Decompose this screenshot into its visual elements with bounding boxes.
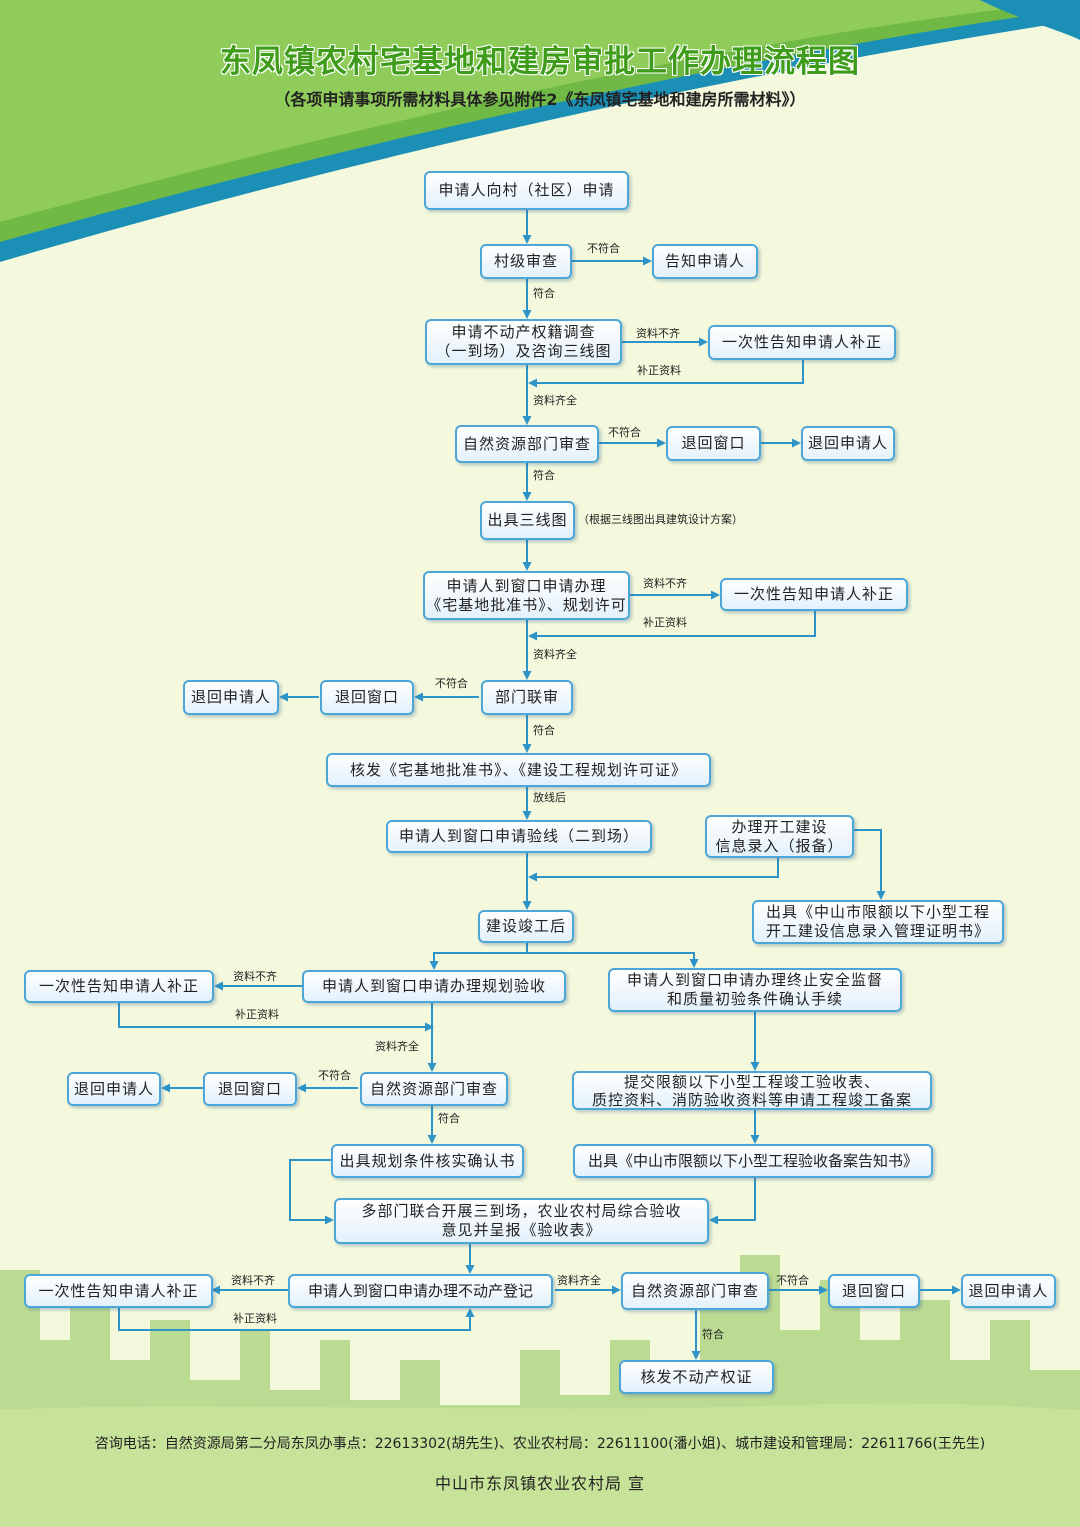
page-subtitle: （各项申请事项所需材料具体参见附件2《东凤镇宅基地和建房所需材料》） <box>274 90 806 109</box>
edge-label-complete-2: 资料齐全 <box>533 648 577 661</box>
step-joint-review: 部门联审 <box>481 680 573 715</box>
edge-label-incomplete-3: 资料不齐 <box>233 970 277 983</box>
step-village-review: 村级审查 <box>480 244 572 279</box>
edge-label-complete-1: 资料齐全 <box>533 394 577 407</box>
edge-label-incomplete-1: 资料不齐 <box>636 327 680 340</box>
step-start-construction-info: 办理开工建设 信息录入（报备） <box>705 815 854 858</box>
step-joint-acceptance: 多部门联合开展三到场，农业农村局综合验收 意见并呈报《验收表》 <box>334 1198 709 1244</box>
step-submit-completion-filing-line1: 提交限额以下小型工程竣工验收表、 <box>623 1072 880 1091</box>
edge-label-supplement-3: 补正资料 <box>235 1008 279 1021</box>
step-property-survey: 申请不动产权籍调查 （一到场）及咨询三线图 <box>425 319 622 365</box>
step-apply-homestead-permit-line1: 申请人到窗口申请办理 <box>446 576 607 595</box>
step-joint-acceptance-line1: 多部门联合开展三到场，农业农村局综合验收 <box>361 1202 682 1220</box>
step-small-project-certificate-line2: 开工建设信息录入管理证明书》 <box>765 922 990 940</box>
step-terminate-supervision-line1: 申请人到窗口申请办理终止安全监督 <box>626 971 883 989</box>
step-return-window-2: 退回窗口 <box>320 680 414 715</box>
edge-label-supplement-1: 补正资料 <box>637 364 681 377</box>
step-return-applicant-1: 退回申请人 <box>801 426 895 461</box>
edge-label-complete-4: 资料齐全 <box>557 1274 601 1287</box>
edge-label-compliant-4: 符合 <box>438 1112 460 1125</box>
step-filing-notice: 出具《中山市限额以下小型工程验收备案告知书》 <box>573 1144 933 1178</box>
page-title: 东凤镇农村宅基地和建房审批工作办理流程图 <box>220 44 860 80</box>
step-return-applicant-2: 退回申请人 <box>183 680 279 715</box>
edge-label-after-layout: 放线后 <box>533 791 566 804</box>
step-supplement-notice-2: 一次性告知申请人补正 <box>720 578 908 611</box>
step-apply-planning-acceptance: 申请人到窗口申请办理规划验收 <box>302 970 566 1003</box>
step-apply-village: 申请人向村（社区）申请 <box>424 171 629 210</box>
edge-label-incomplete-2: 资料不齐 <box>643 577 687 590</box>
step-supplement-notice-3: 一次性告知申请人补正 <box>24 970 214 1003</box>
edge-label-complete-3: 资料齐全 <box>375 1040 419 1053</box>
step-submit-completion-filing: 提交限额以下小型工程竣工验收表、 质控资料、消防验收资料等申请工程竣工备案 <box>572 1071 932 1110</box>
edge-label-not-compliant-5: 不符合 <box>776 1274 809 1287</box>
step-return-applicant-3: 退回申请人 <box>67 1072 161 1106</box>
step-joint-acceptance-line2: 意见并呈报《验收表》 <box>441 1221 602 1239</box>
step-start-construction-info-line1: 办理开工建设 <box>731 817 828 836</box>
edge-label-compliant-1: 符合 <box>533 287 555 300</box>
step-return-window-3: 退回窗口 <box>203 1072 297 1106</box>
step-terminate-supervision-line2: 和质量初验条件确认手续 <box>666 990 843 1008</box>
edge-label-supplement-4: 补正资料 <box>233 1312 277 1325</box>
step-issue-three-line: 出具三线图 <box>480 501 575 540</box>
edge-label-not-compliant-1: 不符合 <box>587 242 620 255</box>
step-apply-line-check: 申请人到窗口申请验线（二到场） <box>386 820 652 853</box>
step-small-project-certificate: 出具《中山市限额以下小型工程 开工建设信息录入管理证明书》 <box>752 900 1004 944</box>
step-notify-applicant: 告知申请人 <box>652 244 758 279</box>
step-issue-property-certificate: 核发不动产权证 <box>619 1360 774 1394</box>
step-return-window-1: 退回窗口 <box>666 426 761 461</box>
step-supplement-notice-1: 一次性告知申请人补正 <box>708 325 896 360</box>
edge-label-not-compliant-4: 不符合 <box>318 1069 351 1082</box>
step-apply-homestead-permit: 申请人到窗口申请办理 《宅基地批准书》、规划许可 <box>423 571 630 620</box>
edge-label-supplement-2: 补正资料 <box>643 616 687 629</box>
step-issue-certificates: 核发《宅基地批准书》、《建设工程规划许可证》 <box>326 753 711 787</box>
step-resource-review-3: 自然资源部门审查 <box>621 1272 769 1310</box>
step-apply-property-registration: 申请人到窗口申请办理不动产登记 <box>288 1274 553 1308</box>
step-planning-confirmation: 出具规划条件核实确认书 <box>331 1144 524 1178</box>
step-resource-review-2: 自然资源部门审查 <box>360 1072 508 1106</box>
edge-label-incomplete-4: 资料不齐 <box>231 1274 275 1287</box>
step-return-applicant-4: 退回申请人 <box>961 1274 1056 1308</box>
contact-info: 咨询电话：自然资源局第二分局东凤办事点：22613302(胡先生)、农业农村局：… <box>94 1436 986 1452</box>
edge-label-compliant-5: 符合 <box>702 1328 724 1341</box>
step-resource-review-1: 自然资源部门审查 <box>455 425 599 463</box>
three-line-note: （根据三线图出具建筑设计方案） <box>578 513 743 526</box>
step-submit-completion-filing-line2: 质控资料、消防验收资料等申请工程竣工备案 <box>591 1090 912 1109</box>
step-apply-homestead-permit-line2: 《宅基地批准书》、规划许可 <box>426 595 627 614</box>
step-small-project-certificate-line1: 出具《中山市限额以下小型工程 <box>765 903 990 921</box>
step-supplement-notice-4: 一次性告知申请人补正 <box>24 1274 213 1308</box>
edge-label-compliant-2: 符合 <box>533 469 555 482</box>
step-start-construction-info-line2: 信息录入（报备） <box>715 836 844 855</box>
step-construction-completed: 建设竣工后 <box>478 910 574 943</box>
step-property-survey-line2: （一到场）及咨询三线图 <box>435 342 612 360</box>
step-return-window-4: 退回窗口 <box>828 1274 920 1308</box>
edge-label-not-compliant-2: 不符合 <box>608 426 641 439</box>
step-terminate-supervision: 申请人到窗口申请办理终止安全监督 和质量初验条件确认手续 <box>608 968 902 1012</box>
publisher: 中山市东凤镇农业农村局 宣 <box>434 1474 646 1493</box>
edge-label-not-compliant-3: 不符合 <box>435 677 468 690</box>
step-property-survey-line1: 申请不动产权籍调查 <box>451 323 596 341</box>
edge-label-compliant-3: 符合 <box>533 724 555 737</box>
